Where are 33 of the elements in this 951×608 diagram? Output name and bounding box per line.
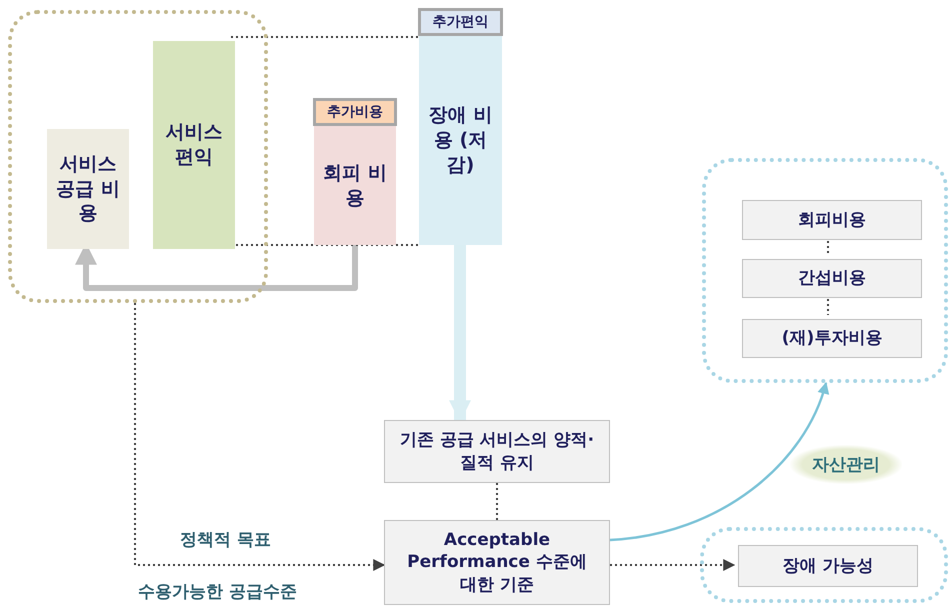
bar-label: 서비스 공급 비용 [55,152,121,226]
bar-label: 회피 비용 [322,160,388,210]
process-box [742,319,922,358]
cost-bar [47,129,129,249]
box-label: 간섭비용 [798,267,866,290]
box-label: (재)투자비용 [782,327,882,350]
process-box [742,259,922,298]
box-label: 회피비용 [798,208,866,232]
dotted-group-outline [700,527,948,603]
process-box [384,520,610,605]
box-label: 장애 가능성 [782,554,874,578]
dotted-group-outline [8,10,268,303]
process-box [384,420,610,483]
tag-label: 추가편익 [418,8,503,36]
annotation-text: 수용가능한 공급수준 [138,581,297,603]
annotation-text: 정책적 목표 [180,529,271,551]
bar-label: 장애 비용 (저감) [428,103,494,178]
arrow [610,382,828,542]
arrow [610,559,736,571]
tag-label: 추가비용 [313,98,397,126]
box-label: Acceptable Performance 수준에 대한 기준 [406,529,588,596]
dotted-group-outline [702,158,948,383]
arrow [449,245,471,422]
box-label: 기존 공급 서비스의 양적·질적 유지 [398,429,596,474]
arrow [134,303,386,571]
cost-bar [153,41,235,249]
bar-label: 서비스 편익 [164,120,224,170]
connector-line [496,483,498,520]
arrow [75,242,358,291]
edge-label: 자산관리 [790,445,902,484]
connector-line [231,36,419,38]
process-box [742,200,922,240]
process-box [738,545,918,587]
